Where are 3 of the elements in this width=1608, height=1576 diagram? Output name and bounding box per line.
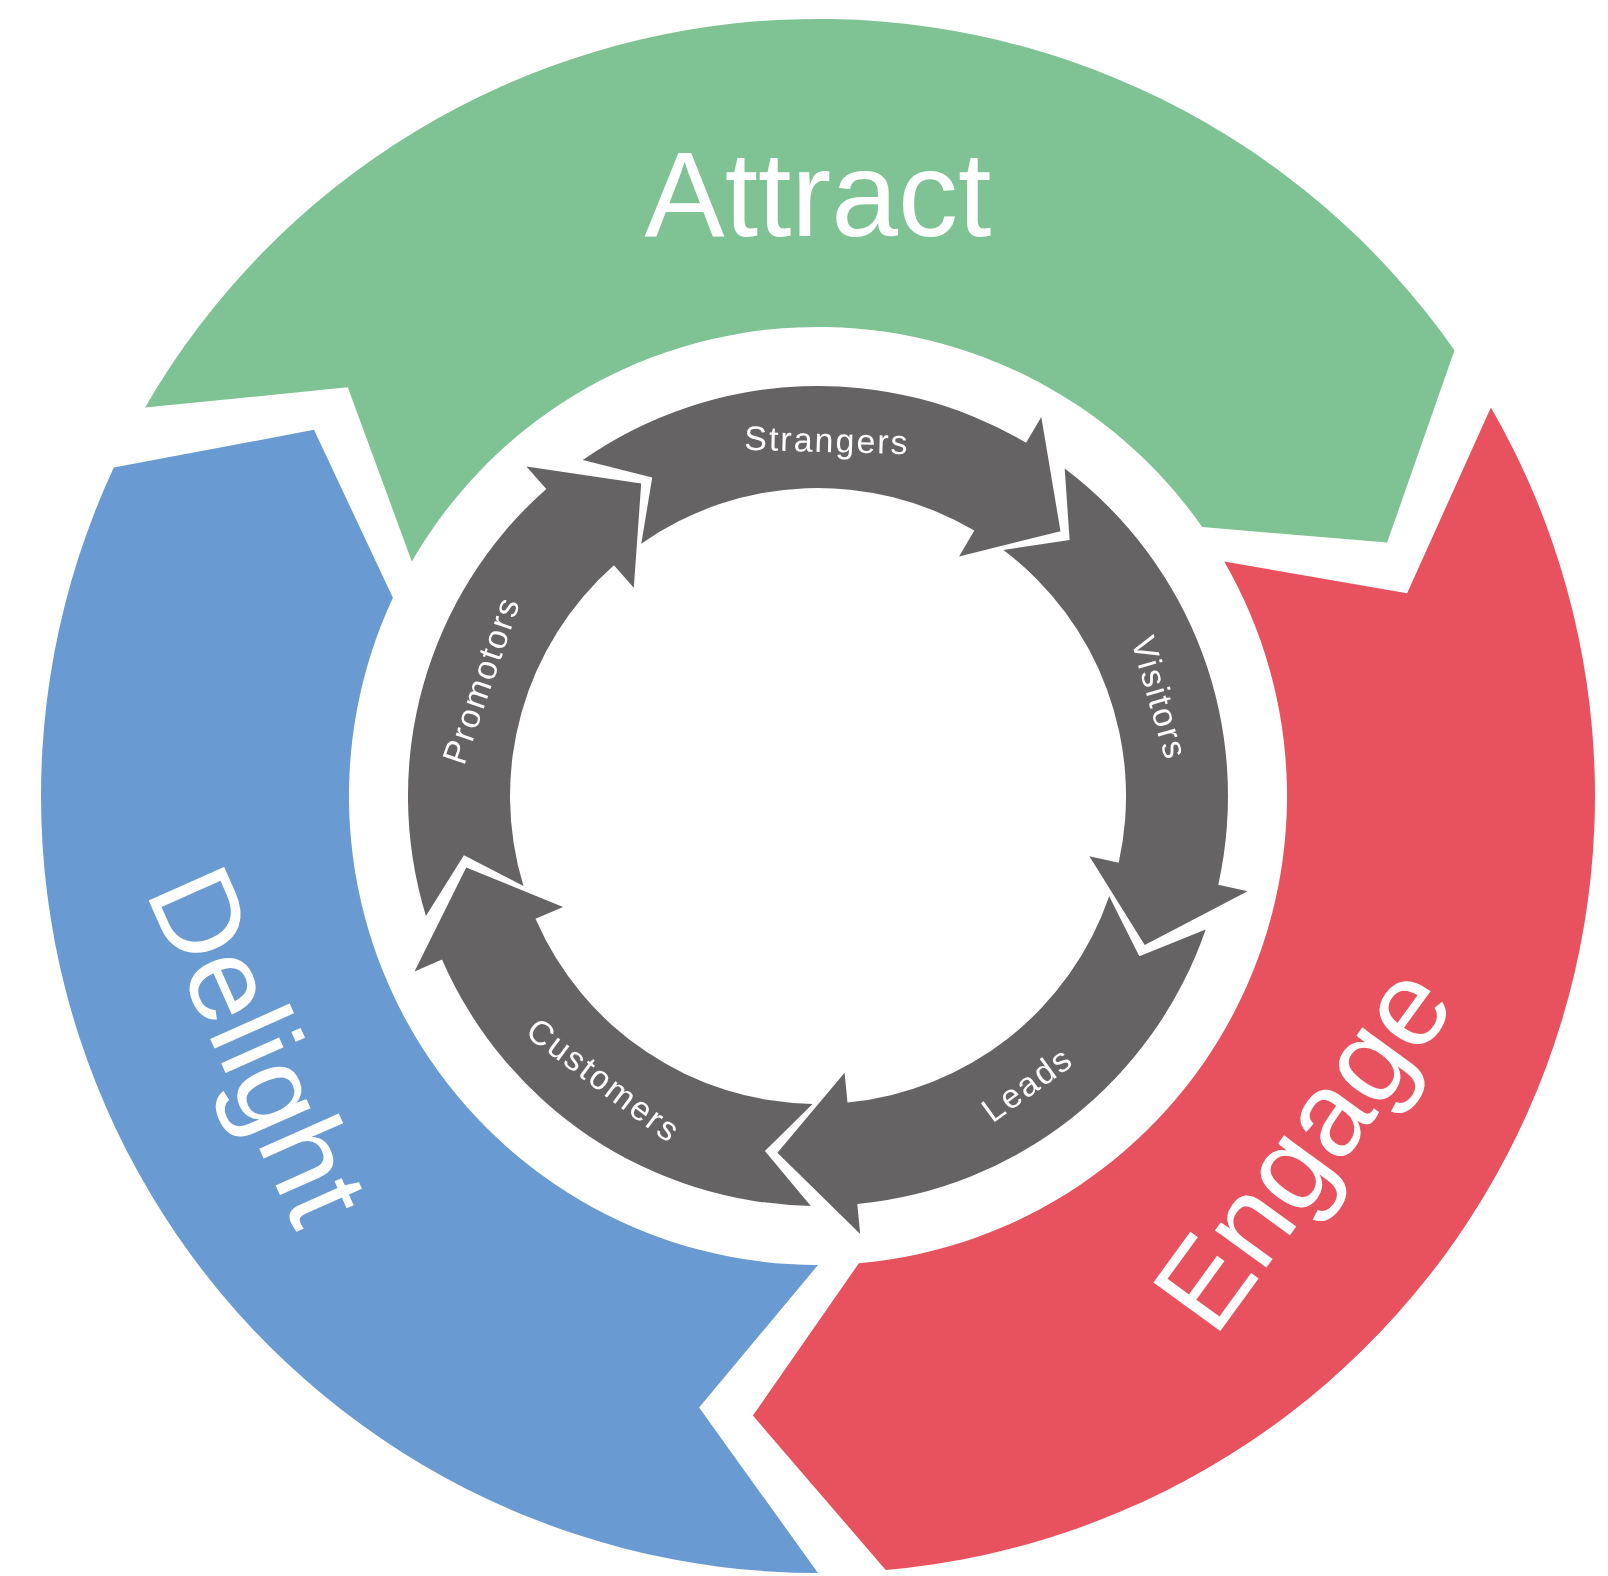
stage-label: Attract [644,134,992,254]
stage-name: Strangers [744,420,911,460]
stage-name: Visitors [1126,632,1195,764]
